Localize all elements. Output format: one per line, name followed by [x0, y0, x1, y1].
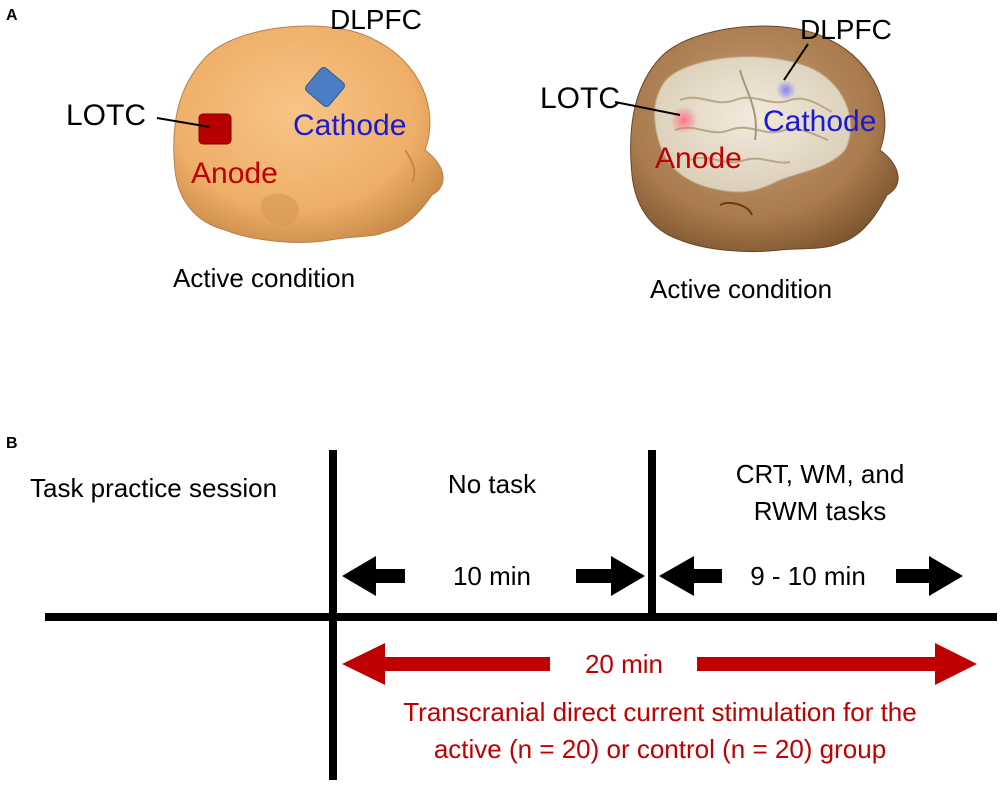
- anode-current-spot: [670, 106, 698, 134]
- right-caption: Active condition: [650, 274, 832, 304]
- stimulation-text-line1: Transcranial direct current stimulation …: [403, 697, 916, 727]
- stimulation-text-line2: active (n = 20) or control (n = 20) grou…: [434, 734, 886, 764]
- right-lotc-label: LOTC: [540, 82, 620, 115]
- left-lotc-label: LOTC: [66, 99, 146, 132]
- right-cathode-label: Cathode: [763, 105, 876, 138]
- panel-a-letter: A: [6, 7, 18, 24]
- task-duration-label: 9 - 10 min: [750, 561, 866, 591]
- tasks-label-line1: CRT, WM, and: [736, 459, 905, 489]
- no-task-label: No task: [448, 469, 537, 499]
- cathode-current-spot: [776, 80, 796, 100]
- task-practice-label: Task practice session: [30, 473, 277, 503]
- left-caption: Active condition: [173, 263, 355, 293]
- right-head-illustration: [630, 25, 899, 253]
- twenty-min-label: 20 min: [585, 649, 663, 679]
- twenty-min-arrow: [342, 643, 977, 685]
- cathode-electrode: [305, 67, 345, 107]
- dlpfc-pointer-line: [783, 43, 809, 81]
- right-lotc-pointer-line: [614, 101, 681, 116]
- task-duration-arrow: [659, 556, 963, 596]
- lotc-pointer-line: [156, 117, 211, 128]
- left-dlpfc-label: DLPFC: [330, 4, 422, 35]
- anode-electrode: [198, 113, 232, 145]
- left-anode-label: Anode: [191, 157, 278, 190]
- left-cathode-label: Cathode: [293, 109, 406, 142]
- tasks-label-line2: RWM tasks: [754, 496, 886, 526]
- right-anode-label: Anode: [655, 142, 742, 175]
- panel-b-letter: B: [6, 435, 18, 452]
- ten-min-arrow: [342, 556, 645, 596]
- left-head-illustration: [173, 25, 444, 243]
- right-dlpfc-label: DLPFC: [800, 14, 892, 45]
- ten-min-label: 10 min: [453, 561, 531, 591]
